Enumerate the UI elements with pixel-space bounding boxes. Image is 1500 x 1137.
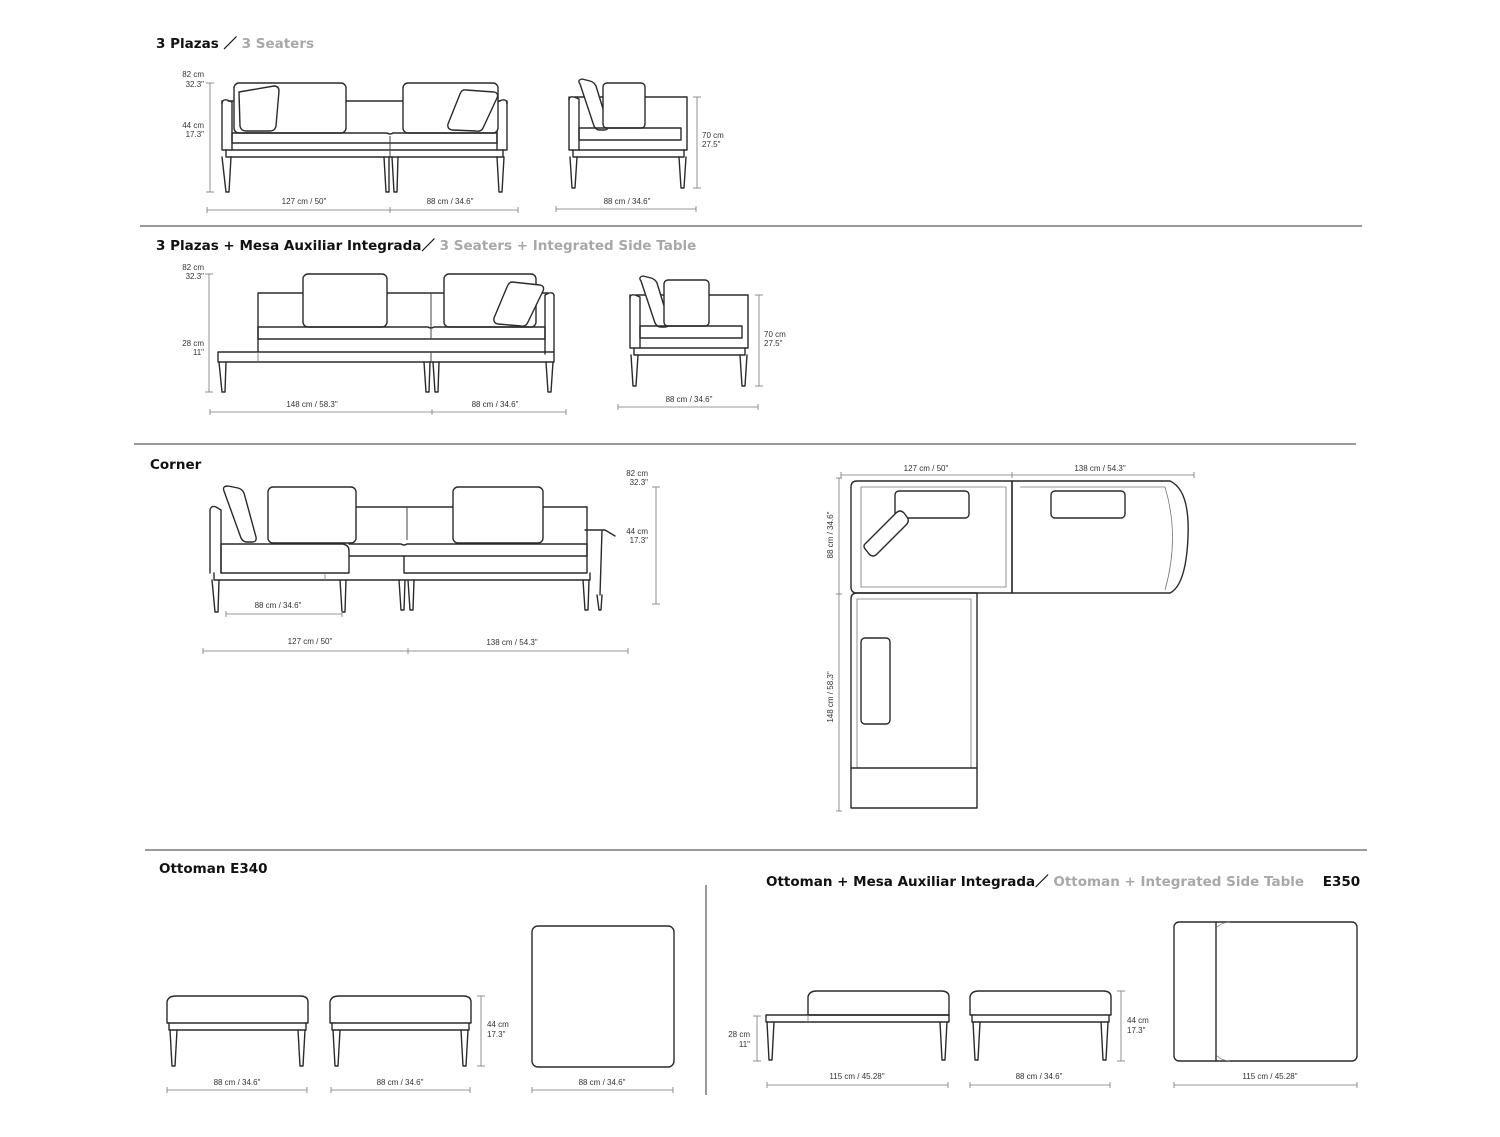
dim-label: 88 cm / 34.6" (214, 1078, 261, 1087)
title-sep: ／ (421, 238, 435, 254)
dim-label: 138 cm / 54.3" (1074, 464, 1125, 473)
dim-label: 82 cm (182, 70, 204, 79)
section-title-ottoman-side-table: Ottoman + Mesa Auxiliar Integrada／ Ottom… (766, 870, 1360, 890)
dim-label: 28 cm (728, 1030, 750, 1039)
section-title-corner: Corner (150, 457, 201, 473)
sofa-module-side (568, 78, 688, 189)
dim-label: 115 cm / 45.28" (829, 1072, 884, 1081)
dim-label: 88 cm / 34.6" (666, 395, 713, 404)
dim-label: 70 cm (764, 330, 786, 339)
dim-label: 88 cm / 34.6" (579, 1078, 626, 1087)
dim-label: 88 cm / 34.6" (255, 601, 302, 610)
dim-label: 44 cm (1127, 1016, 1149, 1025)
section-title-ottoman: Ottoman E340 (159, 861, 268, 877)
dim-label: 115 cm / 45.28" (1242, 1072, 1297, 1081)
title-en: 3 Seaters (241, 36, 315, 52)
dim-label: 88 cm / 34.6" (1016, 1072, 1063, 1081)
sofa-module-side (629, 275, 749, 387)
dim-label: 82 cm (626, 469, 648, 478)
dim-label: 44 cm (487, 1020, 509, 1029)
ottoman-front (166, 995, 309, 1067)
dim-label: 32.3" (186, 272, 205, 281)
dim-label: 28 cm (182, 339, 204, 348)
corner-sofa-plan (850, 480, 1189, 809)
dim-label: 17.3" (1127, 1026, 1146, 1035)
dim-label: 88 cm / 34.6" (604, 197, 651, 206)
dim-label: 11" (193, 348, 204, 357)
ottoman-side (329, 995, 472, 1067)
ottoman-side-table-front (765, 990, 950, 1061)
corner-sofa-front (209, 485, 616, 613)
dim-label: 70 cm (702, 131, 724, 140)
title-es: Corner (150, 457, 202, 473)
dim-label: 127 cm / 50" (288, 637, 333, 646)
dim-label: 44 cm (626, 527, 648, 536)
sofa-side-table-front (217, 273, 555, 393)
dim-label: 44 cm (182, 121, 204, 130)
dim-label: 17.3" (487, 1030, 506, 1039)
ottoman-plan (531, 925, 675, 1068)
dim-label: 88 cm / 34.6" (472, 400, 519, 409)
dim-label: 32.3" (186, 80, 205, 89)
dim-label: 17.3" (186, 130, 205, 139)
dim-label: 88 cm / 34.6" (826, 511, 835, 558)
title-es: Ottoman E340 (159, 861, 268, 877)
dim-label: 27.5" (702, 140, 721, 149)
dim-label: 127 cm / 50" (904, 464, 949, 473)
ottoman-side-view (969, 990, 1112, 1061)
section-title-3-seaters-side-table: 3 Plazas + Mesa Auxiliar Integrada／ 3 Se… (156, 234, 696, 254)
title-es: 3 Plazas (156, 36, 219, 52)
dim-label: 32.3" (630, 478, 649, 487)
dim-label: 148 cm / 58.3" (286, 400, 337, 409)
dim-label: 138 cm / 54.3" (486, 638, 537, 647)
dim-label: 17.3" (630, 536, 649, 545)
dim-label: 82 cm (182, 263, 204, 272)
title-en: Ottoman + Integrated Side Table (1053, 874, 1305, 890)
title-es: 3 Plazas + Mesa Auxiliar Integrada (156, 238, 422, 254)
dim-label: 88 cm / 34.6" (427, 197, 474, 206)
product-code: E350 (1322, 874, 1361, 890)
ottoman-side-table-plan (1173, 921, 1358, 1062)
title-es: Ottoman + Mesa Auxiliar Integrada (766, 874, 1036, 890)
title-sep: ／ (1035, 874, 1049, 890)
dim-label: 11" (739, 1040, 750, 1049)
title-en: 3 Seaters + Integrated Side Table (439, 238, 697, 254)
dim-label: 127 cm / 50" (282, 197, 327, 206)
title-sep: ／ (223, 36, 237, 52)
dim-lines (206, 82, 519, 213)
sofa-3-seater-front (221, 82, 508, 193)
dim-label: 148 cm / 58.3" (826, 671, 835, 722)
dim-label: 88 cm / 34.6" (377, 1078, 424, 1087)
dim-label: 27.5" (764, 339, 783, 348)
section-title-3-seaters: 3 Plazas ／ 3 Seaters (156, 32, 314, 52)
